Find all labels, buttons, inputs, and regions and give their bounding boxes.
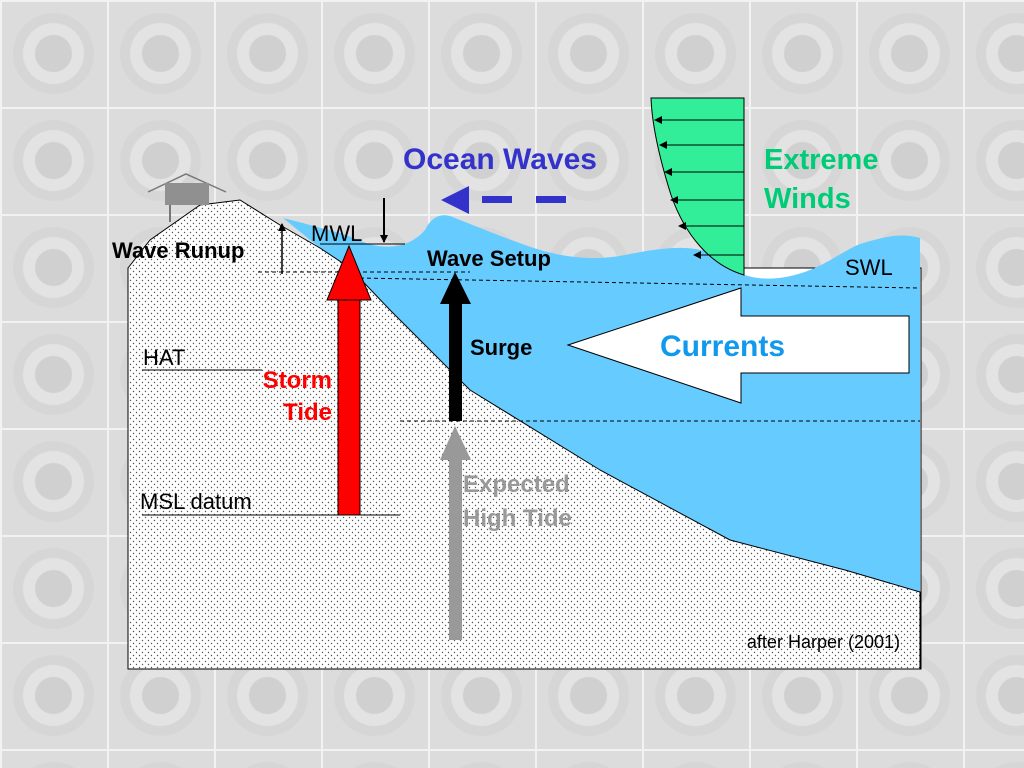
storm-tide-arrow <box>326 244 372 516</box>
expected-high-tide-label-2: High Tide <box>463 505 572 532</box>
high-tide-arrow <box>440 426 471 640</box>
mwl-label: MWL <box>311 221 362 246</box>
credit-label: after Harper (2001) <box>747 632 900 652</box>
sea-water <box>283 215 920 593</box>
expected-high-tide-label-1: Expected <box>463 471 570 498</box>
currents-arrow <box>566 287 910 404</box>
storm-tide-label-1: Storm <box>263 367 332 394</box>
extreme-winds-label-1: Extreme <box>764 144 878 176</box>
wind-profile <box>650 97 745 276</box>
surge-arrow <box>440 272 471 421</box>
swl-label: SWL <box>845 255 893 280</box>
storm-tide-label-2: Tide <box>283 399 332 426</box>
currents-label: Currents <box>660 330 785 363</box>
land-seabed <box>127 199 921 670</box>
msl-datum-label: MSL datum <box>140 489 252 514</box>
hat-label: HAT <box>143 345 185 370</box>
wave-setup-label: Wave Setup <box>427 246 551 271</box>
extreme-winds-label-2: Winds <box>764 183 851 215</box>
house-icon <box>147 173 227 222</box>
surge-label: Surge <box>470 335 532 360</box>
ocean-waves-label: Ocean Waves <box>403 143 597 176</box>
ocean-waves-arrow <box>441 186 566 214</box>
wave-runup-label: Wave Runup <box>112 238 244 263</box>
